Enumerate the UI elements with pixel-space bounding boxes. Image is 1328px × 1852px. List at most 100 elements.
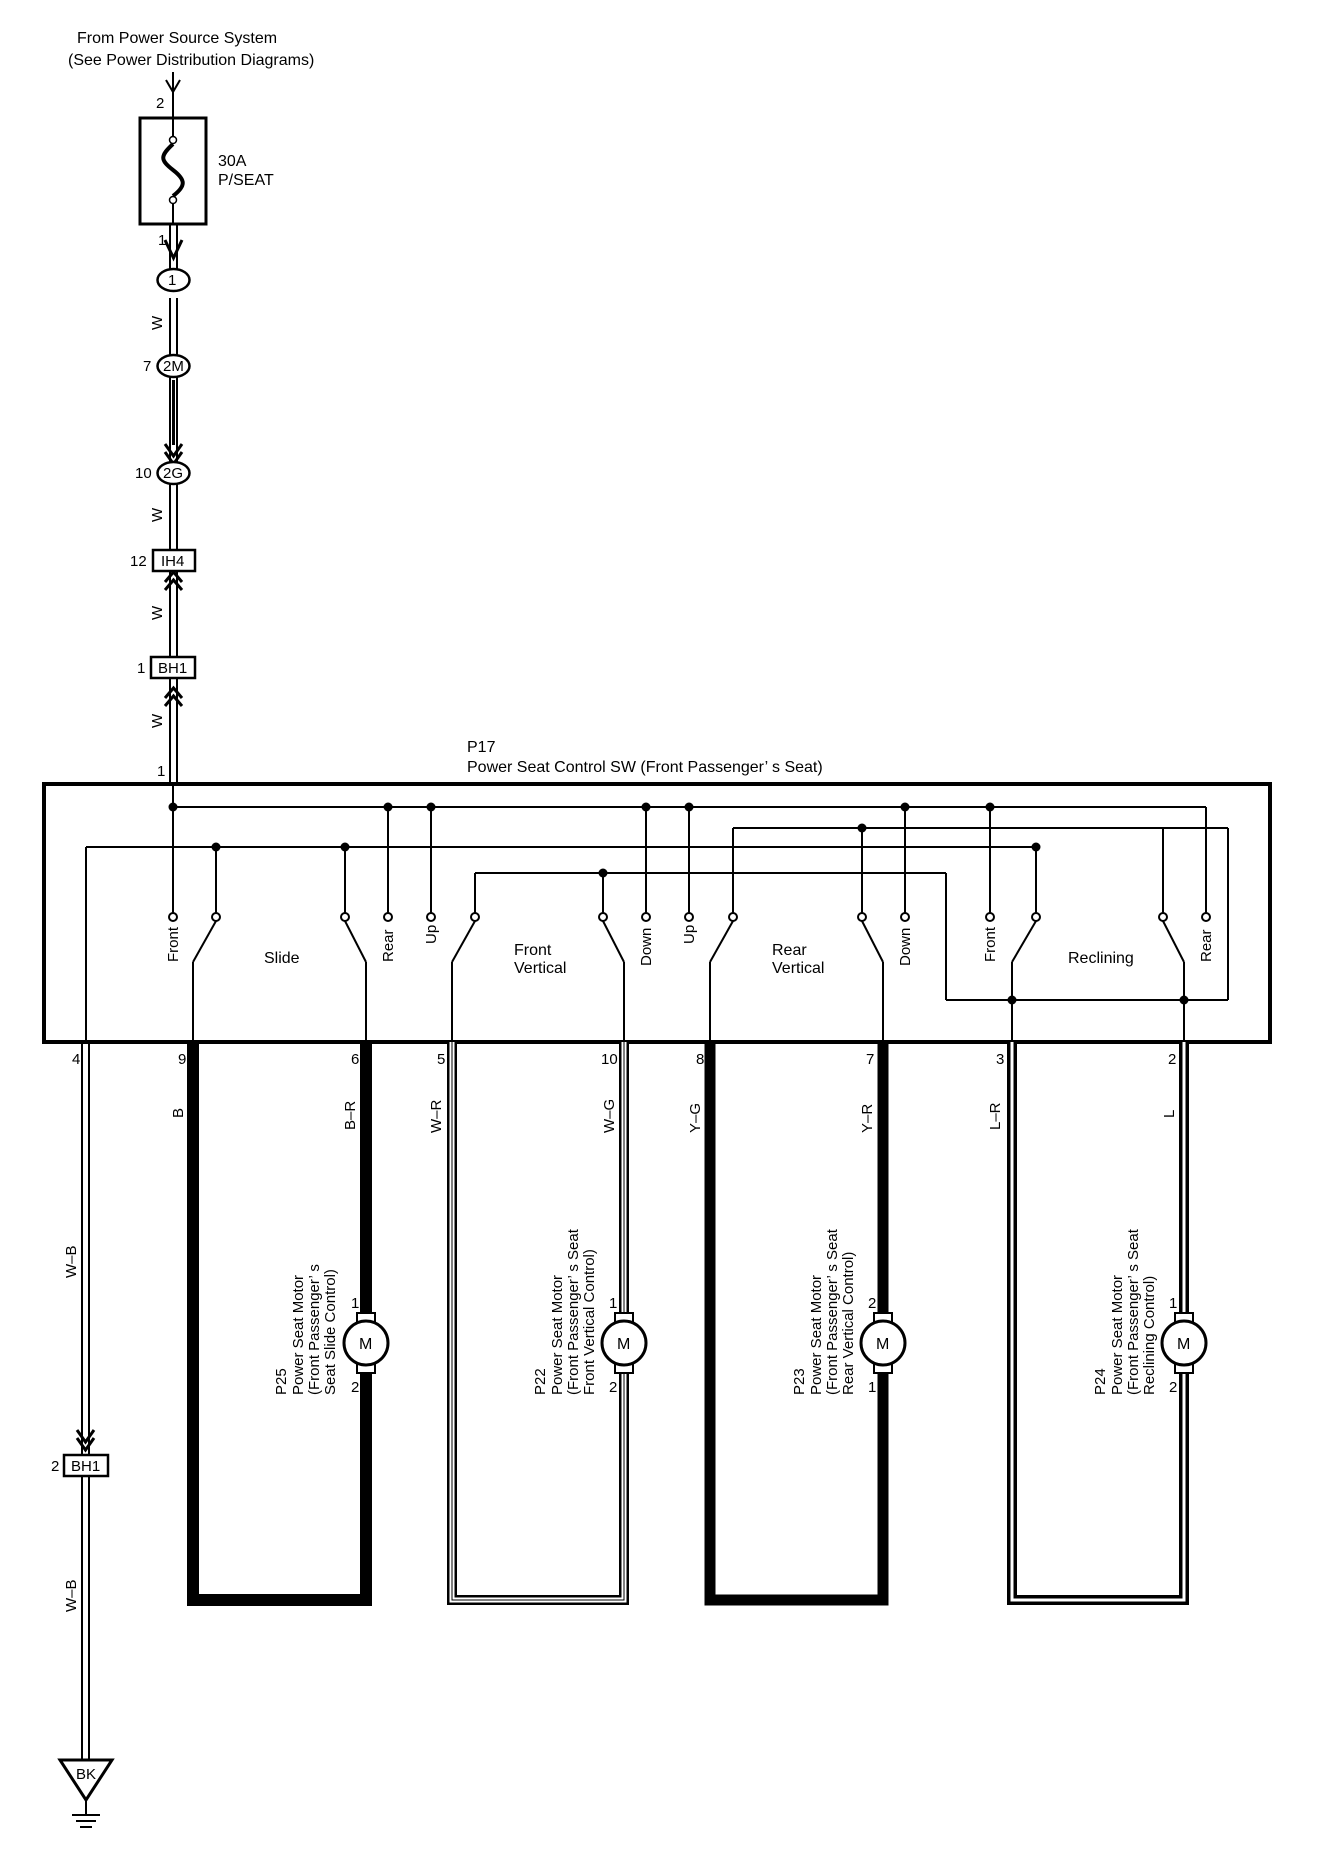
group-front-vertical-l2: Vertical xyxy=(514,960,566,977)
motor-p22-pin-bottom: 2 xyxy=(609,1379,617,1396)
group-rear-vertical-l1: Rear xyxy=(772,942,807,959)
source-line-2: (See Power Distribution Diagrams) xyxy=(68,52,314,69)
motor-p24-pin-top: 1 xyxy=(1169,1295,1177,1312)
motor-p23-symbol: M xyxy=(876,1336,889,1353)
front-vertical-down-label: Down xyxy=(638,928,655,966)
motor-p22-l2: (Front Passenger’ s Seat xyxy=(565,1228,582,1395)
source-line-1: From Power Source System xyxy=(77,30,277,47)
wire-color-w4: W xyxy=(149,713,166,728)
wire-color-w-r: W–R xyxy=(428,1100,445,1134)
wire-color-w3: W xyxy=(149,605,166,620)
connector-bh1-top-pin: 1 xyxy=(137,660,145,677)
wire-loop-reclining xyxy=(1007,1042,1189,1605)
connector-ih4 xyxy=(151,548,197,573)
pin-2: 2 xyxy=(1168,1051,1176,1068)
wire-color-l: L xyxy=(1161,1110,1178,1118)
fuse-pin-out: 1 xyxy=(158,232,166,249)
switch-unit-power-pin: 1 xyxy=(157,763,165,780)
switch-junction-dots xyxy=(168,802,1189,1005)
motor-p22 xyxy=(600,1312,648,1374)
motor-p23-pin-top: 2 xyxy=(868,1295,876,1312)
wire-color-ground-b: W–B xyxy=(63,1579,80,1612)
fuse-name: P/SEAT xyxy=(218,172,274,189)
motor-p25-symbol: M xyxy=(359,1336,372,1353)
wire-ground xyxy=(75,1042,96,1760)
slide-rear-label: Rear xyxy=(380,929,397,962)
front-vertical-up-label: Up xyxy=(423,925,440,944)
motor-p25 xyxy=(342,1312,390,1374)
wire-color-b-r: B–R xyxy=(342,1101,359,1130)
switch-rear-vertical xyxy=(684,912,910,963)
pin-4: 4 xyxy=(72,1051,80,1068)
motor-p23-id: P23 xyxy=(791,1368,808,1395)
switch-unit-name: Power Seat Control SW (Front Passenger’ … xyxy=(467,759,823,776)
motor-p22-pin-top: 1 xyxy=(609,1295,617,1312)
wire-color-w-g: W–G xyxy=(601,1099,618,1133)
motor-p23-l1: Power Seat Motor xyxy=(808,1275,825,1395)
connector-2g xyxy=(156,460,191,486)
motor-p24-id: P24 xyxy=(1092,1368,1109,1395)
fuse-rating: 30A xyxy=(218,153,247,170)
motor-p22-l1: Power Seat Motor xyxy=(549,1275,566,1395)
group-rear-vertical-l2: Vertical xyxy=(772,960,824,977)
motor-p25-l2: (Front Passenger’ s xyxy=(306,1264,323,1395)
connector-2m-label: 2M xyxy=(163,358,184,375)
connector-2m-pin: 7 xyxy=(143,358,151,375)
connector-bh1-bottom-pin: 2 xyxy=(51,1458,59,1475)
motor-p25-l3: Seat Slide Control) xyxy=(322,1269,339,1395)
motor-p23-l2: (Front Passenger’ s Seat xyxy=(824,1228,841,1395)
connector-1 xyxy=(156,267,191,293)
wire-color-l-r: L–R xyxy=(987,1102,1004,1130)
pin-7: 7 xyxy=(866,1051,874,1068)
connector-2m xyxy=(156,353,191,379)
wire-color-w2: W xyxy=(149,507,166,522)
wire-loop-slide xyxy=(187,1042,372,1606)
group-front-vertical-l1: Front xyxy=(514,942,552,959)
connector-bh1-top-label: BH1 xyxy=(158,660,187,677)
motor-p25-pin-bottom: 2 xyxy=(351,1379,359,1396)
switch-internal-wiring xyxy=(85,784,1229,1042)
connector-bh1-top xyxy=(149,655,197,680)
motor-p22-symbol: M xyxy=(617,1336,630,1353)
connector-1-label: 1 xyxy=(168,272,176,289)
connector-2g-pin: 10 xyxy=(135,465,152,482)
motor-p23-pin-bottom: 1 xyxy=(868,1379,876,1396)
switch-unit-box xyxy=(42,782,1272,1044)
reclining-rear-label: Rear xyxy=(1198,929,1215,962)
switch-front-vertical xyxy=(426,912,651,963)
connector-ih4-pin: 12 xyxy=(130,553,147,570)
rear-vertical-up-label: Up xyxy=(681,925,698,944)
wire-loop-rear-vertical xyxy=(704,1042,889,1606)
rear-vertical-down-label: Down xyxy=(897,928,914,966)
motor-p23-l3: Rear Vertical Control) xyxy=(840,1252,857,1395)
reclining-front-label: Front xyxy=(982,926,999,962)
group-slide-label: Slide xyxy=(264,950,300,967)
ground-icon xyxy=(57,1758,115,1828)
switch-output-links xyxy=(192,962,1185,1042)
wire-loop-front-vertical xyxy=(447,1042,629,1605)
motor-p24-pin-bottom: 2 xyxy=(1169,1379,1177,1396)
motor-p22-l3: Front Vertical Control) xyxy=(581,1249,598,1395)
connector-bh1-bottom-label: BH1 xyxy=(71,1458,100,1475)
motor-p23 xyxy=(859,1312,907,1374)
source-arrow xyxy=(165,72,181,118)
pin-6: 6 xyxy=(351,1051,359,1068)
wire-color-y-g: Y–G xyxy=(687,1103,704,1133)
switch-unit-id: P17 xyxy=(467,739,496,756)
connector-bh1-bottom xyxy=(62,1453,110,1478)
motor-p25-pin-top: 1 xyxy=(351,1295,359,1312)
motor-p24-l3: Reclining Control) xyxy=(1141,1276,1158,1395)
wire-color-w1: W xyxy=(149,315,166,330)
pin-10: 10 xyxy=(601,1051,618,1068)
pin-3: 3 xyxy=(996,1051,1004,1068)
motor-p25-l1: Power Seat Motor xyxy=(290,1275,307,1395)
wire-color-y-r: Y–R xyxy=(859,1104,876,1133)
motor-p22-id: P22 xyxy=(532,1368,549,1395)
motor-p25-id: P25 xyxy=(273,1368,290,1395)
switch-reclining xyxy=(985,912,1211,963)
pin-5: 5 xyxy=(437,1051,445,1068)
fuse xyxy=(138,116,208,226)
connector-2g-label: 2G xyxy=(163,465,183,482)
motor-p24-l1: Power Seat Motor xyxy=(1109,1275,1126,1395)
